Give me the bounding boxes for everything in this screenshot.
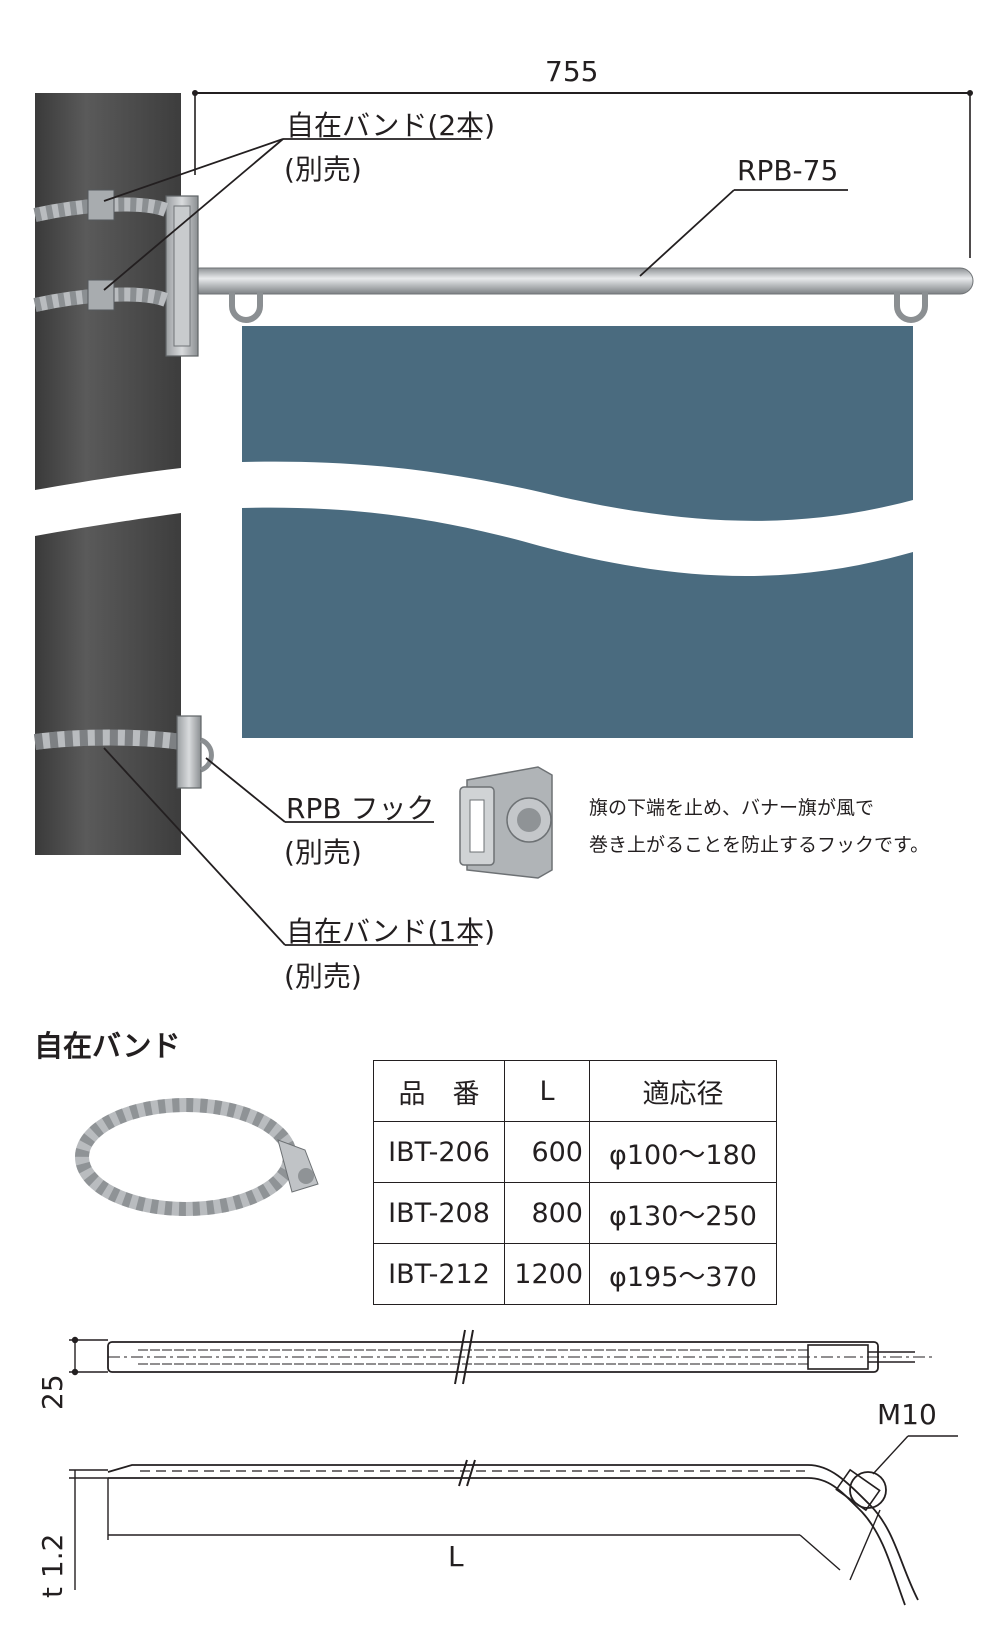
leader-lines <box>103 138 848 946</box>
table-cell-part-number: IBT-212 <box>373 1243 505 1305</box>
arm-pipe <box>186 267 974 295</box>
hook-note: (別売) <box>284 836 362 869</box>
band-one-label: 自在バンド(1本) <box>286 915 496 948</box>
table-header-part-number: 品 番 <box>373 1060 505 1122</box>
table-row: IBT-208 800 φ130〜250 <box>373 1182 777 1244</box>
arm-ring-right <box>894 292 928 323</box>
pole-lower <box>35 513 181 855</box>
hook-label: RPB フック <box>286 792 435 825</box>
band-two-note: (別売) <box>284 153 362 186</box>
thickness-label: t 1.2 <box>36 1533 69 1598</box>
bolt-m10-label: M10 <box>877 1398 937 1431</box>
banner-lower <box>242 507 913 738</box>
table-header-length: L <box>504 1060 590 1122</box>
band-ring-illustration <box>75 1098 319 1216</box>
banner-upper <box>242 326 913 521</box>
hook-description-line1: 旗の下端を止め、バナー旗が風で <box>589 797 875 819</box>
length-l-label: L <box>448 1540 464 1573</box>
table-cell-length: 600 <box>504 1121 590 1183</box>
band-side-drawing <box>69 1435 958 1606</box>
table-cell-diameter: φ195〜370 <box>589 1243 777 1305</box>
table-header-row: 品 番 L 適応径 <box>373 1060 777 1122</box>
hook-description-line2: 巻き上がることを防止するフックです。 <box>589 834 930 856</box>
table-cell-diameter: φ130〜250 <box>589 1182 777 1244</box>
band-spec-table: 品 番 L 適応径 IBT-206 600 φ100〜180 IBT-208 8… <box>373 1060 777 1305</box>
arm-model-label: RPB-75 <box>737 154 839 187</box>
table-row: IBT-206 600 φ100〜180 <box>373 1121 777 1183</box>
table-cell-part-number: IBT-208 <box>373 1182 505 1244</box>
table-row: IBT-212 1200 φ195〜370 <box>373 1243 777 1305</box>
width-dimension <box>192 90 973 258</box>
table-cell-length: 800 <box>504 1182 590 1244</box>
band-one-note: (別売) <box>284 960 362 993</box>
width-25-label: 25 <box>36 1374 69 1410</box>
table-header-diameter: 適応径 <box>589 1060 777 1122</box>
table-cell-part-number: IBT-206 <box>373 1121 505 1183</box>
band-flat-drawing <box>69 1329 935 1385</box>
band-section-title: 自在バンド <box>34 1029 181 1063</box>
hook-part-illustration <box>459 766 553 879</box>
table-cell-diameter: φ100〜180 <box>589 1121 777 1183</box>
band-two-label: 自在バンド(2本) <box>286 109 496 142</box>
width-dimension-label: 755 <box>545 55 599 88</box>
arm-ring-left <box>229 292 263 323</box>
lower-band <box>33 715 214 789</box>
table-cell-length: 1200 <box>504 1243 590 1305</box>
